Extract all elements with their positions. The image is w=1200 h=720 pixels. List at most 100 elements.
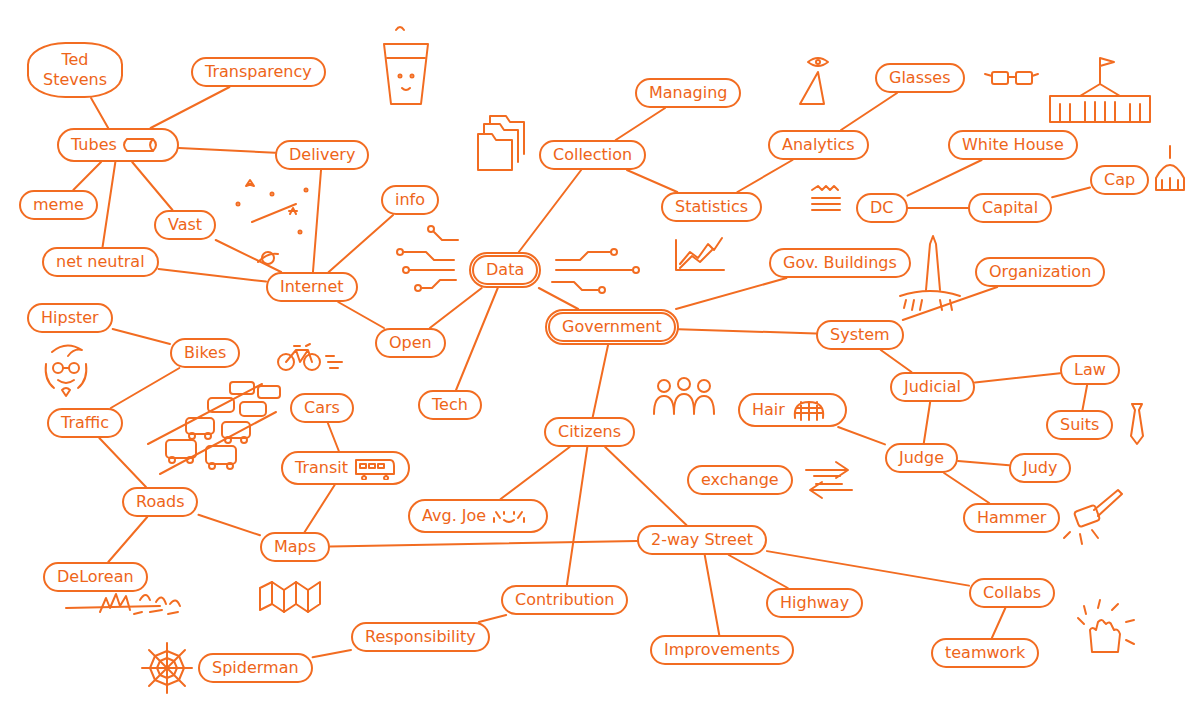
glasses-doodle	[985, 72, 1038, 84]
topic-text: Managing	[649, 83, 727, 103]
topic-bubble: Data	[469, 252, 541, 288]
topic-bubble: Cap	[1090, 165, 1149, 195]
branch-line	[958, 461, 1009, 465]
topic-text: White House	[962, 135, 1064, 155]
topic-text: DeLorean	[57, 567, 134, 587]
topic-text: Law	[1074, 360, 1106, 380]
branch-line	[944, 473, 989, 503]
branch-line	[992, 608, 1005, 638]
topic-text: Glasses	[889, 68, 951, 88]
branch-line	[330, 541, 637, 546]
branch-line	[881, 350, 912, 372]
branch-line	[328, 423, 339, 451]
topic-bubble: Contribution	[501, 585, 628, 615]
topic-bubble: Collection	[539, 140, 646, 170]
topic-bubble: info	[381, 185, 439, 215]
white-house-doodle	[1050, 58, 1150, 122]
topic-bubble: Transit	[281, 451, 410, 485]
branch-line	[567, 447, 587, 585]
branch-line	[903, 287, 997, 320]
joe-icon	[492, 504, 534, 528]
topic-text: Organization	[989, 262, 1091, 282]
high-five-doodle	[1078, 600, 1134, 652]
eye-doodle	[800, 58, 828, 104]
topic-text: Transparency	[205, 62, 312, 82]
topic-text: Bikes	[184, 343, 226, 363]
branch-line	[605, 447, 686, 525]
topic-bubble: Tubes	[57, 128, 179, 162]
topic-text: Data	[486, 260, 524, 280]
topic-bubble: Traffic	[47, 408, 123, 438]
topic-text: Gov. Buildings	[783, 253, 897, 273]
wig-icon	[791, 398, 833, 422]
branch-line	[729, 555, 788, 588]
topic-bubble: Statistics	[661, 192, 762, 222]
web-doodle	[142, 643, 192, 693]
topic-bubble: Suits	[1046, 410, 1113, 440]
branch-line	[113, 329, 170, 344]
branch-line	[767, 551, 969, 586]
branch-line	[103, 162, 116, 247]
topic-text: Statistics	[675, 197, 748, 217]
topic-text: Highway	[780, 593, 849, 613]
gavel-doodle	[1064, 490, 1122, 544]
branch-line	[159, 269, 266, 282]
branch-line	[91, 98, 108, 128]
topic-text: Improvements	[664, 640, 780, 660]
topic-text: Hipster	[41, 308, 99, 328]
topic-bubble: 2-way Street	[637, 525, 767, 555]
topic-text: Capital	[982, 198, 1038, 218]
topic-text: Responsibility	[365, 627, 476, 647]
topic-bubble: net neutral	[42, 247, 159, 277]
topic-text: Traffic	[61, 413, 109, 433]
branch-line	[73, 162, 101, 190]
topic-bubble: Highway	[766, 588, 863, 618]
exchange-doodle	[806, 462, 852, 498]
topic-bubble: Law	[1060, 355, 1120, 385]
branch-line	[99, 438, 146, 487]
tube-icon	[123, 133, 165, 157]
topic-text: Government	[562, 317, 662, 337]
topic-bubble: Judicial	[890, 372, 975, 402]
branch-line	[198, 515, 260, 536]
topic-bubble: Managing	[635, 78, 741, 108]
topic-bubble: Roads	[122, 487, 198, 517]
topic-text: Cap	[1104, 170, 1135, 190]
topic-text: Transit	[295, 458, 348, 478]
topic-text: info	[395, 190, 425, 210]
branch-line	[1082, 385, 1087, 410]
branch-line	[313, 170, 321, 272]
topic-bubble: DeLorean	[43, 562, 148, 592]
branch-line	[305, 485, 335, 532]
branch-line	[430, 288, 482, 328]
topic-bubble: Avg. Joe	[408, 499, 548, 533]
topic-text: Vast	[168, 215, 202, 235]
topic-text: Ted Stevens	[39, 50, 111, 90]
topic-bubble: Vast	[154, 210, 216, 240]
cars-doodle	[148, 382, 280, 474]
branch-line	[539, 288, 578, 309]
branch-line	[841, 93, 897, 130]
topic-bubble: Cars	[290, 393, 354, 423]
topic-bubble: Judge	[885, 443, 958, 473]
topic-text: Collection	[553, 145, 632, 165]
branch-line	[216, 240, 281, 272]
branch-line	[456, 288, 498, 390]
topic-bubble: Citizens	[544, 417, 635, 447]
branch-line	[313, 650, 351, 657]
branch-line	[111, 368, 180, 408]
topic-text: Hair	[752, 400, 785, 420]
topic-bubble: Bikes	[170, 338, 240, 368]
topic-text: Tubes	[71, 135, 117, 155]
topic-text: Delivery	[289, 145, 355, 165]
topic-text: net neutral	[56, 252, 145, 272]
branch-line	[179, 148, 275, 153]
bike-doodle	[278, 344, 342, 370]
flag-doodle	[812, 186, 840, 210]
hipster-doodle	[46, 345, 87, 396]
topic-text: Avg. Joe	[422, 506, 486, 526]
topic-bubble: Analytics	[768, 130, 869, 160]
